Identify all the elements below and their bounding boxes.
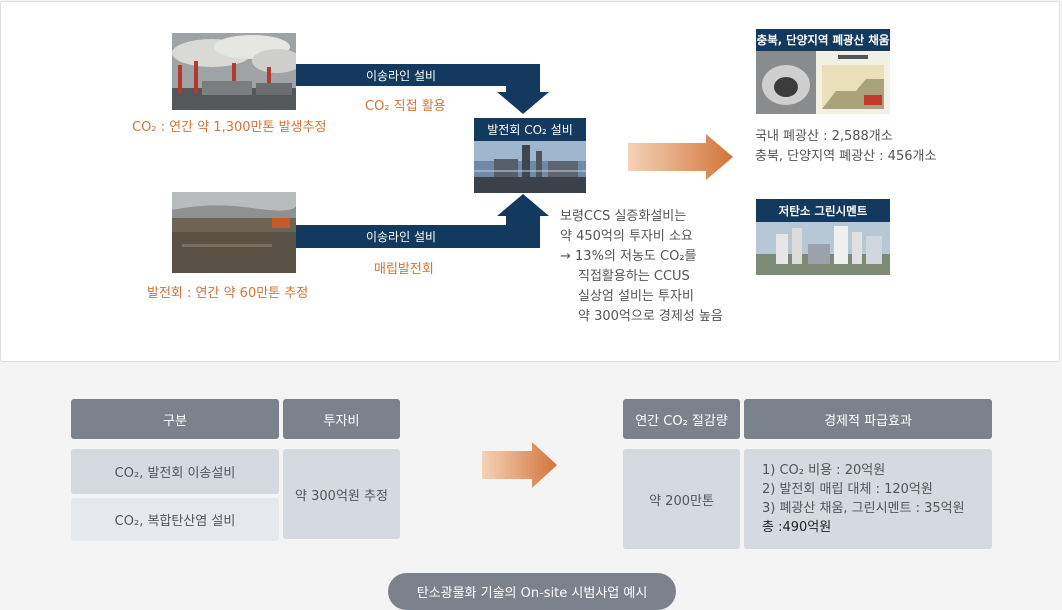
cement-photo xyxy=(756,222,890,275)
pipeline2-label: 이송라인 설비 xyxy=(365,230,437,244)
facility-note: 보령CCS 실증화설비는 xyxy=(560,209,687,224)
effects-list: 1) CO₂ 비용 : 20억원 2) 발전회 매립 대체 : 120억원 3)… xyxy=(762,461,965,537)
pipeline1-label: 이송라인 설비 xyxy=(365,68,437,83)
table-row: CO₂, 발전회 이송설비 xyxy=(71,449,279,494)
facility-notes: 보령CCS 실증화설비는 약 450억의 투자비 소요 → 13%의 저농도 C… xyxy=(560,207,723,327)
effects-total: 총 :490억원 xyxy=(762,520,832,535)
mine-title: 충북, 단양지역 폐광산 채움 xyxy=(756,29,890,51)
orange-arrow-top xyxy=(628,134,733,180)
col-reduction-header: 연간 CO₂ 절감량 xyxy=(623,399,740,439)
reduction-value: 약 200만톤 xyxy=(623,449,740,549)
mine-stat: 충북, 단양지역 폐광산 : 456개소 xyxy=(755,149,937,164)
pipeline-arrows xyxy=(296,64,549,248)
pipeline2-sub: 매립발전회 xyxy=(374,262,434,277)
pipeline2-arrow xyxy=(296,194,549,248)
pipeline1-arrow xyxy=(296,64,549,114)
table-row: CO₂, 복합탄산염 설비 xyxy=(71,498,279,541)
mine-stats: 국내 폐광산 : 2,588개소 충북, 단양지역 폐광산 : 456개소 xyxy=(755,127,936,167)
landfill-photo xyxy=(172,192,296,273)
source1-caption: CO₂ : 연간 약 1,300만톤 발생추정 xyxy=(132,120,327,135)
facility-note: 약 450억의 투자비 소요 xyxy=(560,229,693,244)
orange-arrow-bottom xyxy=(482,442,557,488)
facility-note: 실상엄 설비는 투자비 xyxy=(578,289,694,304)
facility-note: → 13%의 저농도 CO₂를 xyxy=(560,249,697,264)
col-category-header: 구분 xyxy=(71,399,279,439)
mine-stat: 국내 폐광산 : 2,588개소 xyxy=(755,129,893,144)
investment-value: 약 300억원 추정 xyxy=(283,449,400,539)
facility-note: 직접활용하는 CCUS xyxy=(578,269,690,284)
power-plant-photo xyxy=(172,33,296,110)
mine-photo xyxy=(756,51,890,114)
pipeline1-sub: CO₂ 직접 활용 xyxy=(365,99,446,114)
effect-item: 3) 폐광산 채움, 그린시멘트 : 35억원 xyxy=(762,501,965,516)
footer-label: 탄소광물화 기술의 On-site 시범사업 예시 xyxy=(388,573,676,610)
effect-item: 2) 발전회 매립 대체 : 120억원 xyxy=(762,482,933,497)
facility-title: 발전회 CO₂ 설비 xyxy=(474,118,586,141)
facility-note: 약 300억으로 경제성 높음 xyxy=(578,309,723,324)
col-effects-header: 경제적 파급효과 xyxy=(744,399,992,439)
effect-item: 1) CO₂ 비용 : 20억원 xyxy=(762,463,886,478)
facility-photo xyxy=(474,141,586,193)
effects-cell: 1) CO₂ 비용 : 20억원 2) 발전회 매립 대체 : 120억원 3)… xyxy=(744,449,992,549)
source2-caption: 발전회 : 연간 약 60만톤 추정 xyxy=(147,286,309,301)
col-investment-header: 투자비 xyxy=(283,399,400,439)
cement-title: 저탄소 그린시멘트 xyxy=(756,199,890,222)
